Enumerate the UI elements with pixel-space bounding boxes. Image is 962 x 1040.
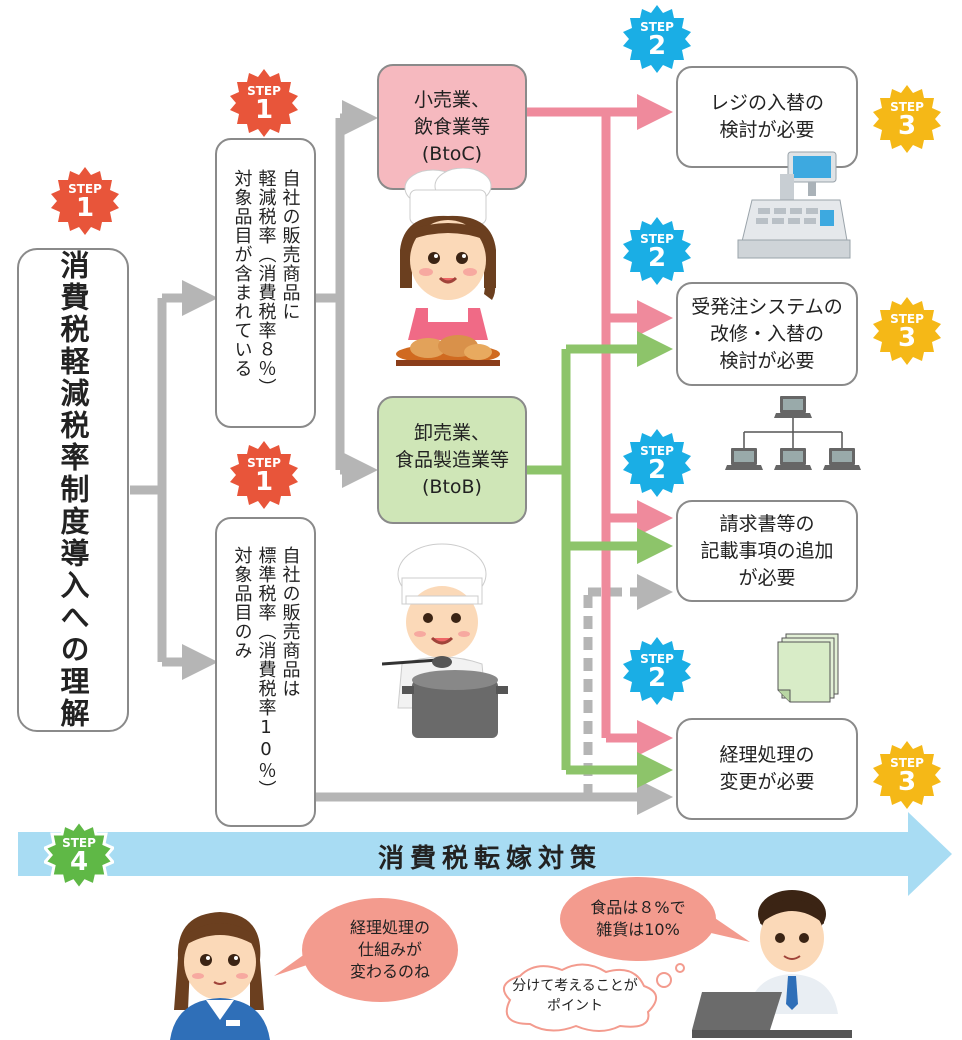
woman-speech-bubble: 経理処理の 仕組みが 変わるのね (274, 896, 460, 1004)
banner-arrow (18, 812, 952, 896)
step4-badge: STEP 4 (44, 820, 114, 890)
thought-cloud-shape (502, 963, 685, 1032)
outcome-accounting-box: 経理処理の 変更が必要 (676, 718, 858, 820)
outcome-register-box: レジの入替の 検討が必要 (676, 66, 858, 168)
branch-standard-rate-text: 自社の販売商品は 標準税率（消費税率10％） 対象品目のみ (231, 545, 301, 799)
step3-badge-accounting: STEP 3 (872, 740, 942, 810)
step1-badge-reduced: STEP 1 (229, 68, 299, 138)
step1-badge-main: STEP 1 (50, 166, 120, 236)
man-speech-text: 食品は８%で 雑貨は10% (590, 898, 686, 939)
step1-badge-standard: STEP 1 (229, 440, 299, 510)
pink-connector (527, 94, 673, 756)
network-computers-icon (725, 396, 861, 470)
documents-icon (777, 633, 839, 703)
cash-register-icon (737, 151, 851, 259)
green-connector (527, 331, 673, 788)
banner-title: 消費税転嫁対策 (377, 844, 602, 874)
step3-badge-register: STEP 3 (872, 84, 942, 154)
branch-reduced-rate-box: 自社の販売商品に 軽減税率（消費税率８％） 対象品目が含まれている (215, 138, 316, 428)
branch-standard-rate-box: 自社の販売商品は 標準税率（消費税率10％） 対象品目のみ (215, 517, 316, 827)
step2-badge-register: STEP 2 (622, 4, 692, 74)
man-thought-text: 分けて考えることが ポイント (512, 978, 638, 1014)
outcome-invoice-box: 請求書等の 記載事項の追加 が必要 (676, 500, 858, 602)
branch-reduced-rate-text: 自社の販売商品に 軽減税率（消費税率８％） 対象品目が含まれている (231, 169, 301, 397)
step2-badge-order-system: STEP 2 (622, 216, 692, 286)
chef-man-illustration (382, 543, 508, 738)
step2-badge-invoice: STEP 2 (622, 428, 692, 498)
main-title: 消費税軽減税率制度導入への理解 (56, 250, 90, 730)
step3-badge-order-system: STEP 3 (872, 296, 942, 366)
gray-connector-main (130, 100, 673, 815)
step2-badge-accounting: STEP 2 (622, 636, 692, 706)
office-man-illustration (692, 890, 852, 1038)
chef-woman-illustration (396, 168, 500, 366)
gray-dashed-connector (583, 574, 673, 797)
outcome-order-system-box: 受発注システムの 改修・入替の 検討が必要 (676, 282, 858, 386)
woman-speech-text: 経理処理の 仕組みが 変わるのね (349, 918, 430, 981)
wholesale-box: 卸売業、 食品製造業等 (BtoB) (377, 396, 527, 524)
office-woman-illustration (170, 912, 270, 1040)
main-concept-box: 消費税軽減税率制度導入への理解 (17, 248, 129, 732)
man-speech-bubble: 食品は８%で 雑貨は10% (560, 876, 750, 962)
